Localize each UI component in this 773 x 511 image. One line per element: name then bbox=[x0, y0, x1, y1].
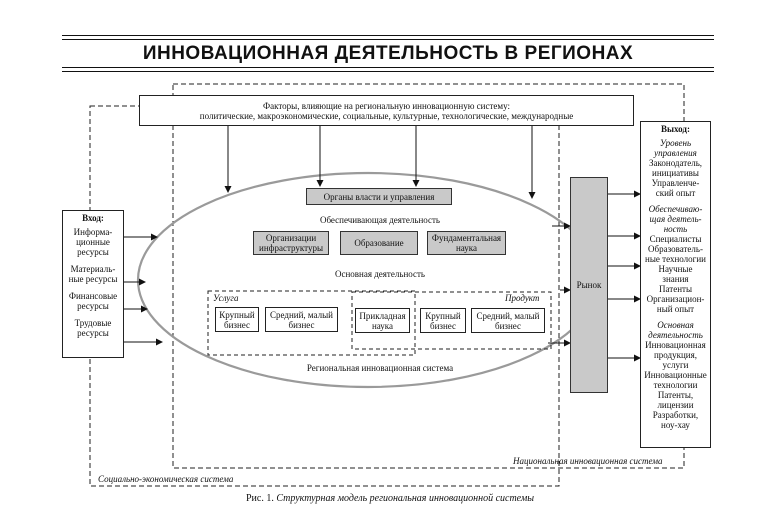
title-rule-top-2 bbox=[62, 39, 714, 40]
infrastructure-box: Организации инфраструктуры bbox=[253, 231, 329, 255]
supporting-activity-label: Обеспечивающая деятельность bbox=[319, 215, 441, 225]
service-large-business-box: Крупный бизнес bbox=[215, 307, 259, 332]
authorities-box: Органы власти и управления bbox=[306, 188, 452, 205]
input-item-information: Информа- ционные ресурсы bbox=[73, 227, 113, 257]
product-label: Продукт bbox=[505, 293, 540, 303]
input-item-material: Материаль- ные ресурсы bbox=[68, 264, 118, 284]
product-frame bbox=[351, 291, 552, 350]
education-box: Образование bbox=[340, 231, 418, 255]
applied-science-box: Прикладная наука bbox=[355, 308, 410, 333]
title-rule-bottom-1 bbox=[62, 67, 714, 68]
caption-text: Структурная модель региональная инноваци… bbox=[276, 493, 535, 504]
output-box: Выход: Уровень управления Законодатель, … bbox=[640, 121, 711, 448]
socio-system-frame bbox=[89, 105, 560, 487]
title-rule-top-1 bbox=[62, 35, 714, 36]
output-item: Образователь- ные технологии bbox=[645, 244, 706, 264]
output-item: Инновационные технологии bbox=[644, 370, 707, 390]
regional-system-label: Региональная инновационная система bbox=[306, 363, 454, 373]
socio-system-label: Социально-экономическая система bbox=[98, 474, 234, 484]
caption-prefix: Рис. 1. bbox=[245, 493, 274, 504]
title-rule-bottom-2 bbox=[62, 71, 714, 72]
output-group-heading-supporting: Обеспечиваю- щая деятель- ность bbox=[648, 204, 703, 234]
output-item: Организацион- ный опыт bbox=[646, 294, 705, 314]
page-title: ИННОВАЦИОННАЯ ДЕЯТЕЛЬНОСТЬ В РЕГИОНАХ bbox=[142, 43, 634, 64]
output-item: Законодатель, инициативы bbox=[648, 158, 703, 178]
input-box: Вход: Информа- ционные ресурсы Материаль… bbox=[62, 210, 124, 358]
output-group-heading-main: Основная деятельность bbox=[648, 320, 703, 340]
fundamental-science-box: Фундаментальная наука bbox=[427, 231, 506, 255]
factors-box: Факторы, влияющие на региональную иннова… bbox=[139, 95, 634, 126]
figure-caption: Рис. 1. Структурная модель региональная … bbox=[150, 494, 630, 504]
factors-line-1: Факторы, влияющие на региональную иннова… bbox=[263, 100, 510, 111]
output-item: Разработки, ноу-хау bbox=[652, 410, 699, 430]
output-item: Инновационная продукция, услуги bbox=[645, 340, 706, 370]
input-header: Вход: bbox=[82, 213, 104, 223]
market-box: Рынок bbox=[570, 177, 608, 393]
output-item: Специалисты bbox=[649, 234, 702, 244]
output-item: Управленче- ский опыт bbox=[651, 178, 700, 198]
output-item: Патенты bbox=[659, 284, 692, 294]
output-item: Патенты, лицензии bbox=[657, 390, 694, 410]
main-activity-label: Основная деятельность bbox=[334, 269, 426, 279]
output-group-heading-management: Уровень управления bbox=[654, 138, 697, 158]
input-item-financial: Финансовые ресурсы bbox=[68, 291, 118, 311]
output-item: Научные знания bbox=[658, 264, 693, 284]
input-item-labor: Трудовые ресурсы bbox=[74, 318, 112, 338]
service-small-business-box: Средний, малый бизнес bbox=[265, 307, 338, 332]
national-system-label: Национальная инновационная система bbox=[513, 456, 663, 466]
service-frame bbox=[207, 290, 416, 356]
factors-line-2: политические, макроэкономические, социал… bbox=[199, 110, 574, 121]
output-header: Выход: bbox=[661, 124, 690, 134]
product-small-business-box: Средний, малый бизнес bbox=[471, 308, 545, 333]
product-large-business-box: Крупный бизнес bbox=[420, 308, 466, 333]
service-label: Услуга bbox=[213, 293, 239, 303]
